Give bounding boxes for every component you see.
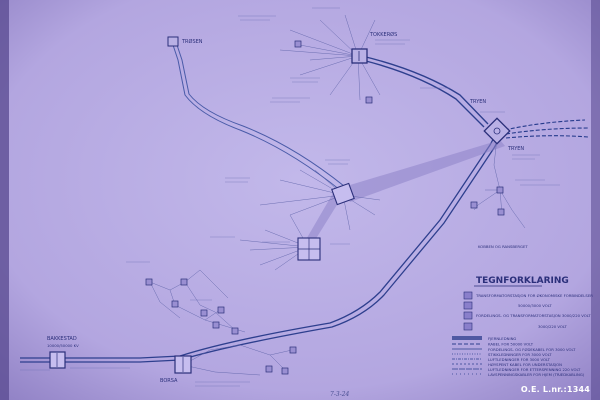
- line-trosen: [171, 41, 345, 191]
- legend-item: 50000/3000 VOLT: [518, 303, 552, 308]
- legend-item: STIKKLEDNINGER FOR 3000 VOLT: [488, 352, 552, 357]
- legend-item: TRANSFORMATORSTASJON FOR ØKONOMISKE FORB…: [475, 293, 593, 298]
- legend-item: KABEL FOR 50000 VOLT: [488, 342, 534, 347]
- reference-number: O.E. L.nr.:1344: [520, 385, 590, 394]
- legend-item: FORDELINGS- OG FØDEKABEL FOR 3000 VOLT: [488, 347, 576, 352]
- legend: TEGNFORKLARING TRANSFORMATORSTASJON FOR …: [452, 276, 593, 377]
- label-tryen-1: TRYEN: [469, 99, 486, 105]
- signature: 7-3-24: [330, 391, 350, 398]
- substation-lower: [297, 237, 321, 261]
- label-bakkestad-kv: 10000/50000 KV: [47, 343, 79, 348]
- legend-title: TEGNFORKLARING: [476, 276, 569, 286]
- lines-east-dashed: [504, 119, 589, 139]
- legend-item: FJERNLEDNING: [488, 336, 516, 341]
- label-borsa: BORSA: [160, 378, 178, 384]
- legend-item: 3000/220 VOLT: [538, 324, 568, 329]
- legend-symbol-distribution: [463, 311, 473, 320]
- legend-symbol-substation-small: [463, 301, 473, 310]
- legend-item: LAVSPENNINGSKABLER FOR HJEM (TRÆDKABLING…: [488, 372, 585, 377]
- scan-edge-right: [591, 0, 600, 400]
- substation-trosen: [167, 36, 179, 47]
- legend-item: LUFTLEDNINGER FOR 3000 VOLT: [488, 357, 551, 362]
- label-trosen: TRØSEN: [181, 38, 203, 45]
- cable-bundle-south: [304, 188, 345, 245]
- label-bakkestad: BAKKESTAD: [47, 336, 77, 342]
- scan-edge-left: [0, 0, 9, 400]
- legend-item: FORDELINGS- OG TRANSFORMATORSTASJON 3000…: [476, 313, 591, 318]
- station-labels: TRØSEN TOKKERØS TRYEN TRYEN BAKKESTAD 10…: [47, 31, 528, 384]
- legend-symbol-substation: [463, 291, 473, 300]
- legend-symbol-distribution-small: [463, 322, 473, 331]
- substation-central: [331, 182, 355, 206]
- substation-bakkestad: [49, 351, 66, 369]
- substation-borsa: [174, 355, 192, 374]
- line-tokkeros-tryen: [361, 55, 489, 128]
- substation-tokkeros: [351, 48, 368, 64]
- label-tryen-2: TRYEN: [507, 146, 524, 152]
- label-to-rensberg: KOBBEN OG RANSBERGET: [478, 244, 528, 249]
- label-tokkeros: TOKKERØS: [369, 31, 397, 38]
- legend-item: LUFTLEDNINGER FOR ETTERSPENNING 220 VOLT: [488, 367, 581, 372]
- annotation-marks: [20, 7, 560, 387]
- legend-item: HØYSPENT KABEL FOR UNDERSTASJON: [488, 362, 562, 367]
- distribution-stations: [145, 40, 505, 375]
- substation-tryen: [483, 117, 511, 145]
- cable-bundle-east: [340, 140, 505, 202]
